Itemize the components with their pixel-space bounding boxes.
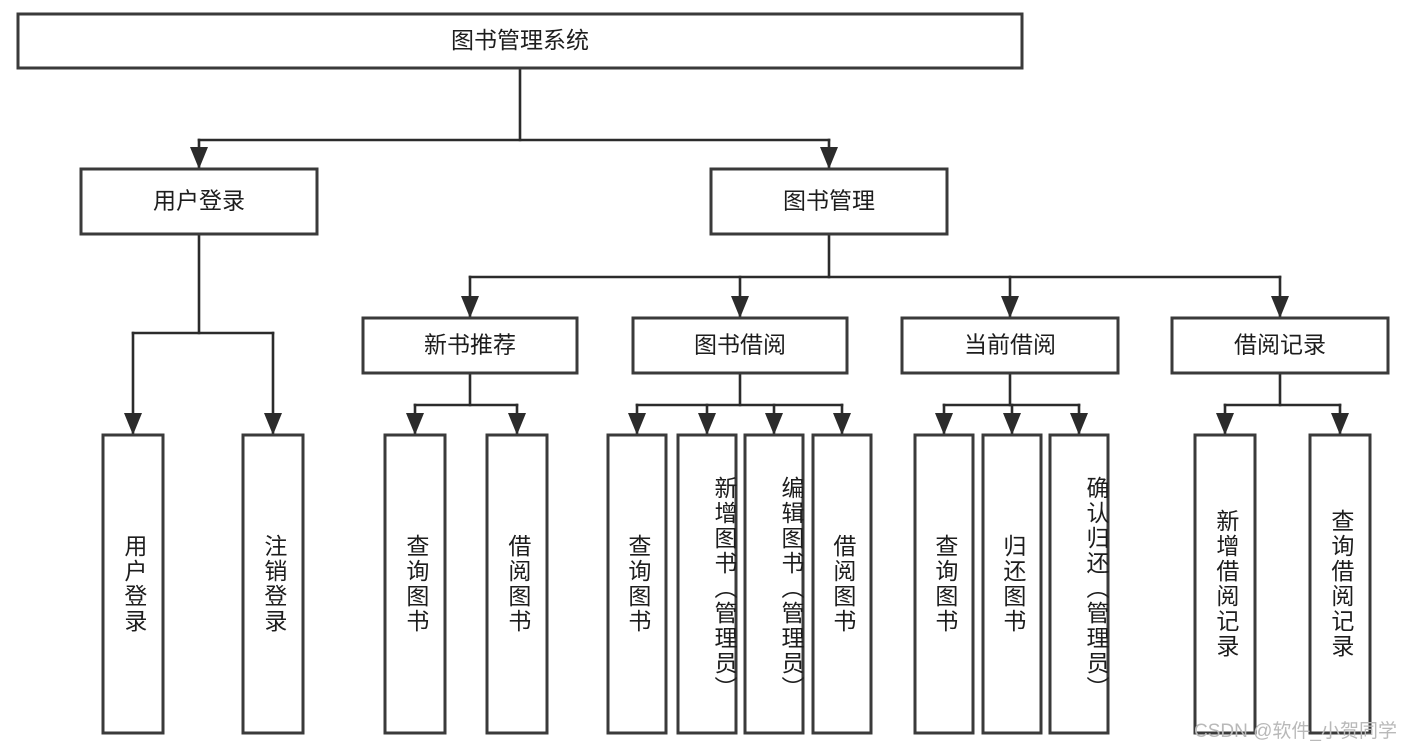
node-leaf-current-confirm-return — [1048, 433, 1110, 735]
node-box-leaf-record-query — [1308, 433, 1372, 735]
node-label-root: 图书管理系统 — [451, 27, 589, 53]
node-new-book-recommend: 新书推荐 — [361, 316, 579, 375]
node-leaf-borrow-add-book — [676, 433, 738, 735]
node-label-new-book-recommend: 新书推荐 — [424, 332, 516, 358]
node-box-leaf-rec-borrow-book — [485, 433, 549, 735]
node-box-leaf-current-return-book — [981, 433, 1043, 735]
node-label-current-borrow: 当前借阅 — [964, 332, 1056, 358]
node-leaf-user-logout — [241, 433, 305, 735]
node-box-leaf-user-login — [101, 433, 165, 735]
arrowhead-leaf-new-book-recommend-1 — [508, 413, 526, 435]
node-box-leaf-user-logout — [241, 433, 305, 735]
node-leaf-current-query-book — [913, 433, 975, 735]
node-box-book-borrow — [631, 316, 849, 375]
node-box-leaf-borrow-add-book — [676, 433, 738, 735]
node-box-leaf-rec-query-book — [383, 433, 447, 735]
arrowhead-leaf-current-borrow-1 — [1003, 413, 1021, 435]
node-box-leaf-current-query-book — [913, 433, 975, 735]
node-box-new-book-recommend — [361, 316, 579, 375]
arrowhead-leaf-book-borrow-1 — [698, 413, 716, 435]
node-book-manage: 图书管理 — [709, 167, 949, 236]
node-leaf-borrow-query-book — [606, 433, 668, 735]
arrowhead-leaf-borrow-record-1 — [1331, 413, 1349, 435]
node-leaf-current-return-book — [981, 433, 1043, 735]
arrowhead-root-0 — [190, 147, 208, 169]
node-box-root — [16, 12, 1024, 70]
node-box-current-borrow — [900, 316, 1120, 375]
node-box-user-login — [79, 167, 319, 236]
node-root: 图书管理系统 — [16, 12, 1024, 70]
arrowhead-leaf-current-borrow-0 — [935, 413, 953, 435]
arrowhead-leaf-user-login-1 — [264, 413, 282, 435]
node-box-leaf-borrow-edit-book — [743, 433, 805, 735]
node-label-user-login: 用户登录 — [153, 188, 245, 214]
node-label-borrow-record: 借阅记录 — [1234, 332, 1326, 358]
node-user-login: 用户登录 — [79, 167, 319, 236]
arrowhead-leaf-current-borrow-2 — [1070, 413, 1088, 435]
arrowhead-bookmanage-0 — [461, 296, 479, 318]
arrowhead-leaf-new-book-recommend-0 — [406, 413, 424, 435]
node-leaf-rec-query-book — [383, 433, 447, 735]
node-book-borrow: 图书借阅 — [631, 316, 849, 375]
node-label-book-borrow: 图书借阅 — [694, 332, 786, 358]
node-leaf-record-add — [1193, 433, 1257, 735]
arrowhead-leaf-book-borrow-0 — [628, 413, 646, 435]
node-box-book-manage — [709, 167, 949, 236]
node-leaf-borrow-edit-book — [743, 433, 805, 735]
node-box-borrow-record — [1170, 316, 1390, 375]
node-box-leaf-current-confirm-return — [1048, 433, 1110, 735]
arrowhead-bookmanage-1 — [731, 296, 749, 318]
node-borrow-record: 借阅记录 — [1170, 316, 1390, 375]
arrowhead-root-1 — [820, 147, 838, 169]
node-leaf-borrow-borrow-book — [811, 433, 873, 735]
arrowhead-bookmanage-2 — [1001, 296, 1019, 318]
arrowhead-leaf-book-borrow-3 — [833, 413, 851, 435]
node-leaf-rec-borrow-book — [485, 433, 549, 735]
arrowhead-leaf-book-borrow-2 — [765, 413, 783, 435]
node-leaf-user-login — [101, 433, 165, 735]
node-current-borrow: 当前借阅 — [900, 316, 1120, 375]
connector-edges — [124, 66, 1349, 436]
node-leaf-record-query — [1308, 433, 1372, 735]
arrowhead-leaf-user-login-0 — [124, 413, 142, 435]
node-box-leaf-borrow-query-book — [606, 433, 668, 735]
arrowhead-leaf-borrow-record-0 — [1216, 413, 1234, 435]
arrowhead-bookmanage-3 — [1271, 296, 1289, 318]
node-label-book-manage: 图书管理 — [783, 188, 875, 214]
node-box-leaf-borrow-borrow-book — [811, 433, 873, 735]
node-box-leaf-record-add — [1193, 433, 1257, 735]
